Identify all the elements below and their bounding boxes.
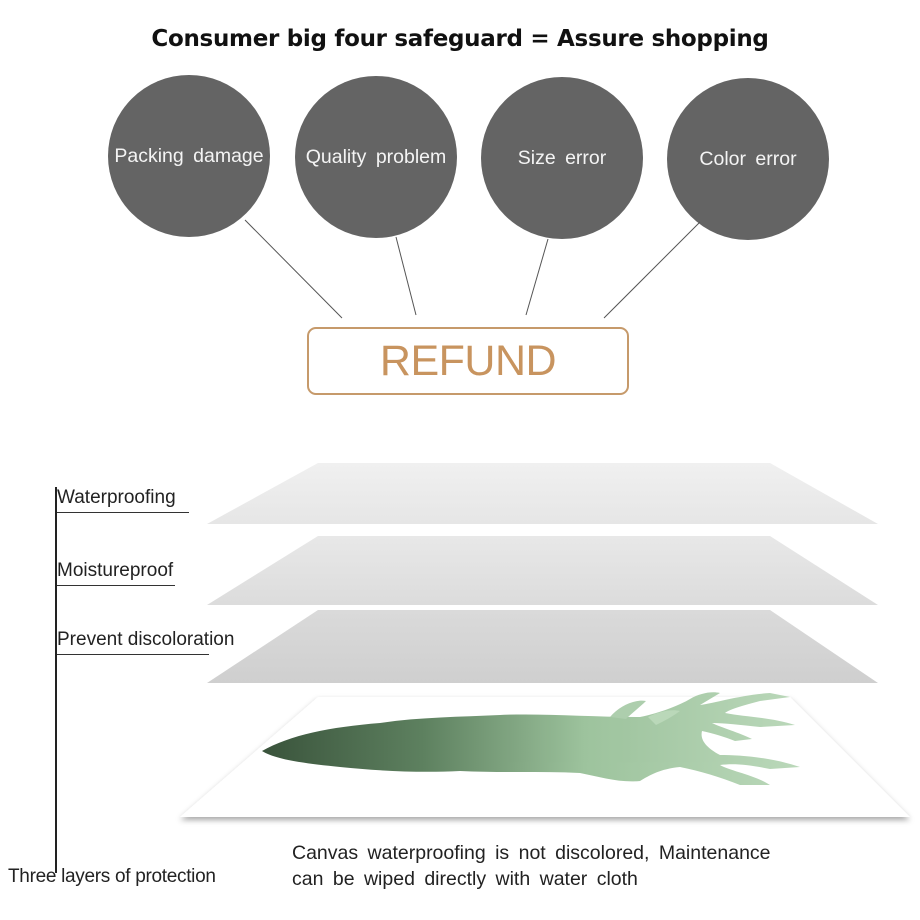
layers-bracket: [55, 487, 57, 873]
layer-label-text: Waterproofing: [57, 487, 176, 508]
layer-label-waterproofing: Waterproofing: [57, 487, 189, 513]
protection-layers-illustration: [180, 463, 910, 817]
label-underline: [57, 653, 209, 655]
connector-line: [525, 238, 549, 316]
protection-title: Three layers of protection: [8, 866, 216, 887]
connector-line: [244, 219, 343, 319]
guarantee-circle-color-error: Color error: [667, 78, 829, 240]
refund-box: REFUND: [307, 327, 629, 395]
layer-label-prevent-discoloration: Prevent discoloration: [57, 629, 235, 655]
refund-label: REFUND: [379, 336, 557, 385]
layer-label-moistureproof: Moistureproof: [57, 560, 175, 586]
connector-lines: [244, 219, 701, 319]
guarantee-circle-size-error: Size error: [481, 77, 643, 239]
guarantee-label: Quality problem: [305, 145, 447, 168]
page-title: Consumer big four safeguard = Assure sho…: [151, 26, 769, 52]
connector-line: [395, 236, 417, 316]
layer-prevent-discoloration: [207, 610, 878, 683]
guarantee-label: Packing damage: [114, 144, 264, 167]
guarantee-label: Color error: [699, 147, 797, 170]
guarantee-circle-packing-damage: Packing damage: [108, 75, 270, 237]
layer-label-text: Prevent discoloration: [57, 629, 235, 650]
layer-label-text: Moistureproof: [57, 560, 174, 581]
connector-line: [603, 221, 701, 319]
layer-moistureproof: [207, 536, 878, 605]
description-line: Canvas waterproofing is not discolored, …: [292, 842, 771, 864]
description-line: can be wiped directly with water cloth: [292, 868, 638, 890]
guarantee-circle-quality-problem: Quality problem: [295, 76, 457, 238]
label-underline: [57, 511, 189, 513]
layer-waterproofing: [207, 463, 878, 524]
canvas-description: Canvas waterproofing is not discolored, …: [292, 840, 771, 892]
guarantee-label: Size error: [517, 146, 607, 169]
label-underline: [57, 584, 175, 586]
deer-artwork: [262, 692, 800, 785]
